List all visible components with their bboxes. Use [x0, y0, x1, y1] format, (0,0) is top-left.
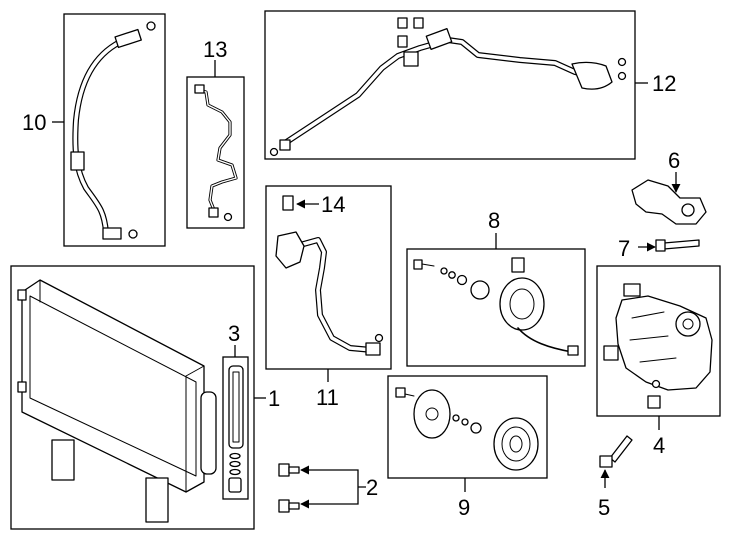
callout-4: 4: [653, 433, 665, 458]
callout-1: 1: [268, 386, 280, 411]
snap-ring: [470, 422, 482, 434]
o-ring-icon: [128, 229, 138, 239]
callout-8: 8: [488, 208, 500, 233]
part-10-group: 10: [22, 13, 166, 247]
callout-11: 11: [316, 385, 339, 410]
tube-fitting-lower: [208, 207, 219, 218]
compressor-mount-ear: [623, 283, 641, 297]
valve-cap-icon: [397, 35, 408, 48]
washer-icon: [440, 267, 448, 275]
clutch-field-coil: [499, 277, 545, 331]
hose-bolt: [282, 195, 294, 211]
condenser-bolt: [278, 499, 290, 513]
condenser-mount-pin: [17, 381, 27, 393]
part-6-group: 6: [631, 148, 707, 225]
washer-icon: [452, 414, 460, 422]
callout-6: 6: [668, 148, 680, 173]
washer-icon: [448, 271, 456, 279]
coil-harness-clip: [511, 257, 525, 273]
callout-3: 3: [228, 321, 240, 346]
part-1-group: 1: [10, 265, 280, 530]
part-7-group: 7: [618, 236, 700, 261]
hose-end-fitting: [365, 342, 381, 356]
bolt-head-icon: [413, 259, 423, 270]
receiver-dryer-tank: [200, 391, 217, 475]
valve-cap-icon: [413, 17, 424, 29]
part-4-group: 4: [596, 265, 721, 458]
valve-cap-icon: [397, 17, 408, 29]
callout-5: 5: [598, 495, 610, 520]
compressor-mounting-bolt: [609, 435, 633, 463]
part-8-group: 8: [406, 208, 586, 367]
hose-fitting-lower: [102, 227, 122, 240]
o-ring-icon: [229, 452, 241, 460]
bolt-head-icon: [395, 387, 406, 398]
callout-10: 10: [22, 110, 46, 135]
suction-elbow-fitting: [571, 61, 613, 90]
callout-7: 7: [618, 236, 630, 261]
o-ring-icon: [146, 21, 156, 31]
o-ring-icon: [269, 147, 279, 157]
bolt-shank: [288, 466, 300, 474]
callout-9: 9: [458, 495, 470, 520]
snap-ring: [470, 280, 490, 300]
o-ring-icon: [223, 212, 233, 222]
coil-connector: [567, 345, 579, 356]
callout-12: 12: [652, 71, 676, 96]
line-coupler: [425, 28, 453, 50]
service-port-fitting: [403, 51, 419, 67]
part-10-frame: [63, 13, 166, 247]
clutch-hub-plate: [413, 389, 451, 439]
o-ring-icon: [229, 460, 241, 468]
condenser-bolt: [278, 463, 290, 477]
clutch-pulley: [493, 417, 539, 471]
hose-block-fitting: [275, 231, 305, 269]
condenser-bracket: [145, 477, 169, 523]
part-12-frame: [264, 10, 636, 160]
part-2-group: 2: [278, 463, 378, 513]
condenser-core: [21, 279, 205, 493]
hose-crimp-sleeve: [70, 151, 85, 171]
compressor-bolt: [647, 395, 661, 409]
compressor-mount-ear: [603, 345, 619, 361]
bolt-head-icon: [599, 455, 613, 468]
washer-icon: [461, 418, 469, 426]
shim-ring: [456, 274, 468, 286]
part-9-group: 9: [387, 375, 548, 520]
o-ring-icon: [617, 71, 627, 81]
condenser-mount-pin: [17, 289, 27, 301]
suction-line: [282, 37, 611, 146]
part-11-group: 14 11: [265, 185, 392, 410]
bolt-shank: [288, 502, 300, 510]
bracket-bolt-hole: [681, 203, 695, 217]
o-ring-icon: [374, 333, 384, 343]
hose-fitting-upper: [114, 28, 142, 49]
callout-14: 14: [321, 192, 345, 217]
o-ring-icon: [651, 379, 661, 389]
line-end-fitting: [279, 139, 291, 151]
callout-2: 2: [366, 475, 378, 500]
condenser-bracket: [51, 439, 75, 481]
compressor-bracket: [631, 179, 707, 225]
suction-hose: [297, 237, 375, 353]
part-3-group: 3: [222, 321, 249, 500]
o-ring-icon: [229, 468, 241, 476]
liquid-tube: [197, 89, 237, 211]
bolt-head-icon: [655, 239, 666, 252]
part-9-frame: [387, 375, 548, 479]
desiccant-bag: [228, 365, 244, 449]
part-13-frame: [186, 76, 245, 229]
callout-13: 13: [203, 37, 227, 62]
dryer-plug: [228, 477, 242, 493]
bracket-bolt: [663, 239, 700, 250]
part-5-group: 5: [598, 435, 633, 520]
part-12-group: 12: [264, 10, 676, 160]
tube-fitting-upper: [194, 84, 205, 94]
part-13-group: 13: [186, 37, 245, 229]
o-ring-icon: [617, 57, 627, 67]
ac-compressor: [615, 295, 713, 391]
compressor-pulley-face: [675, 311, 701, 337]
